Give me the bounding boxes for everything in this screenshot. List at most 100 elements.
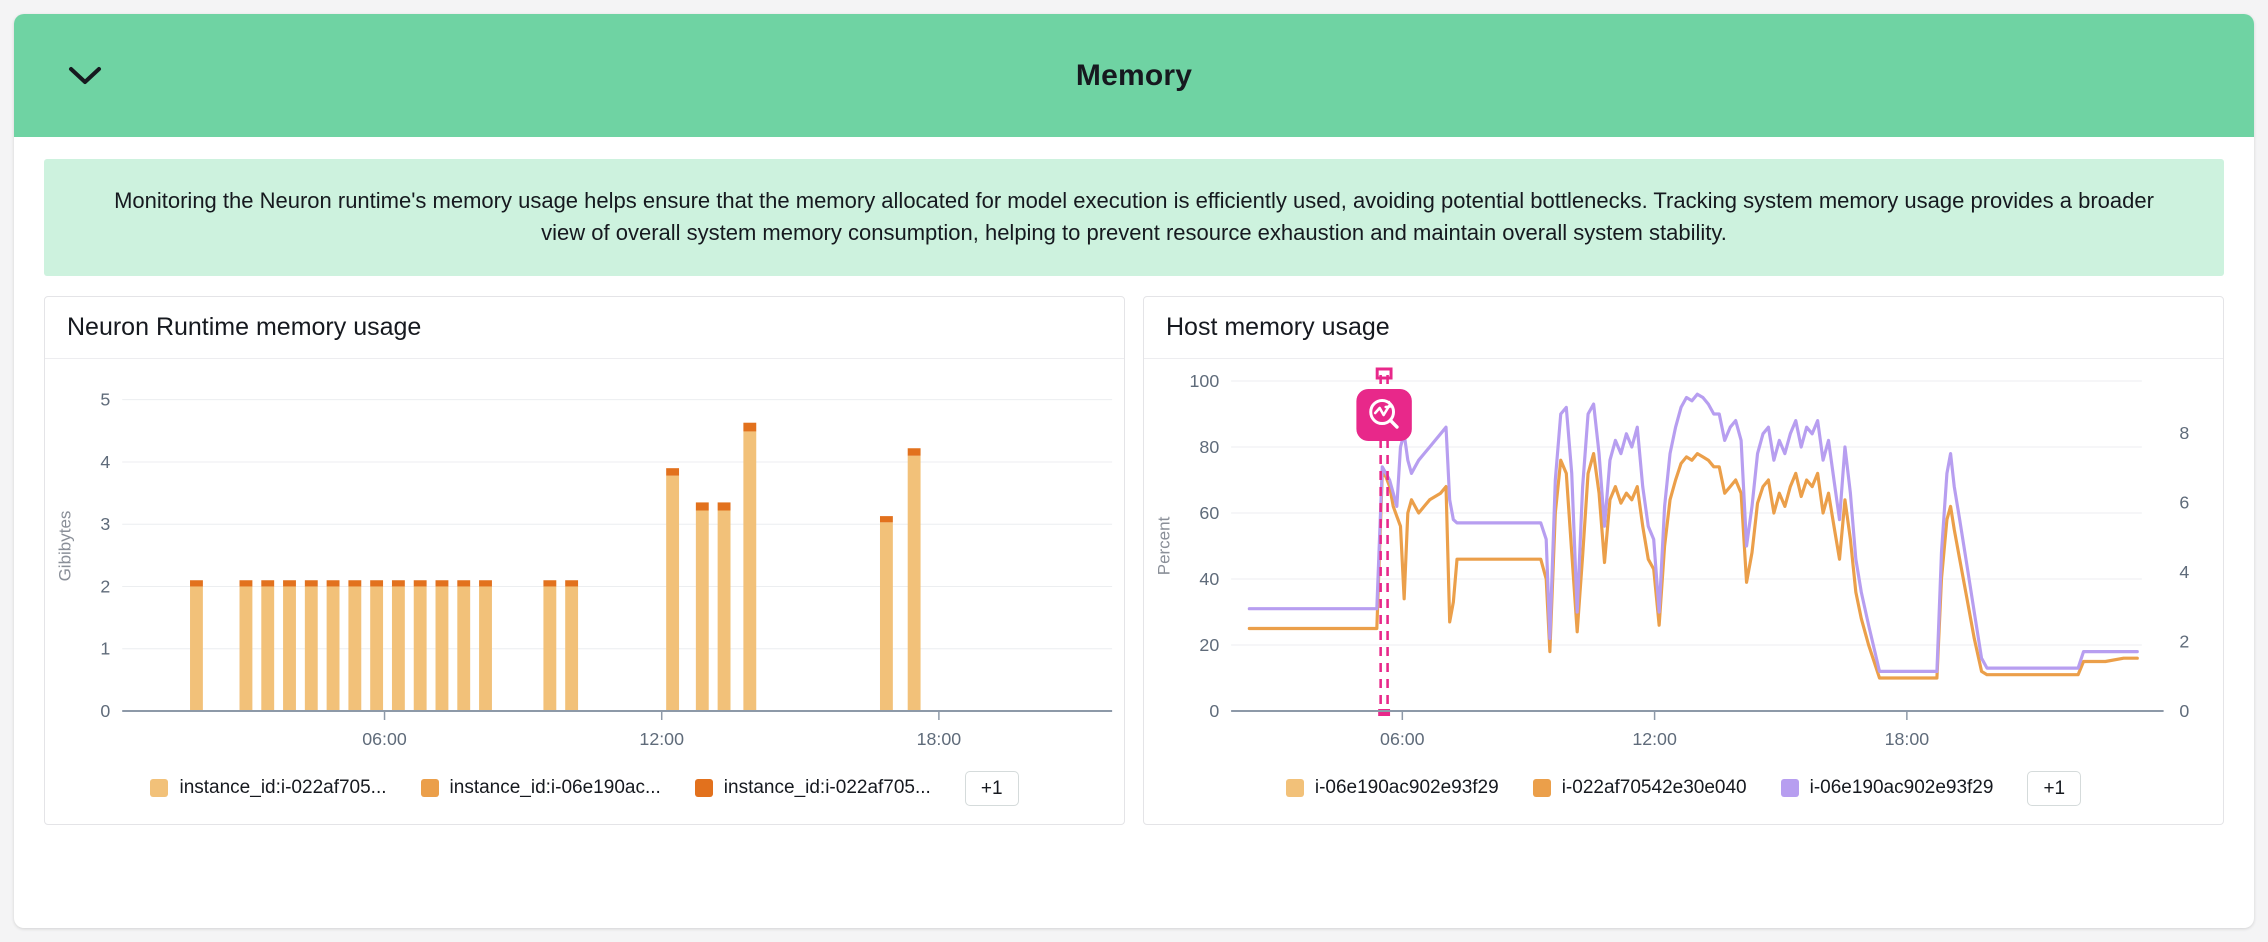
legend-item[interactable]: instance_id:i-022af705... [150, 777, 387, 799]
x-tick-label: 12:00 [1632, 729, 1677, 749]
legend-swatch-icon [1532, 779, 1551, 798]
y-tick-label: 0 [1209, 701, 1219, 721]
y-tick-label: 4 [100, 452, 110, 472]
bar-segment [370, 586, 384, 711]
bar-segment [907, 455, 921, 711]
legend-swatch-icon [420, 779, 439, 798]
y-axis-label: Percent [1155, 516, 1174, 575]
legend-item[interactable]: i-06e190ac902e93f29 [1285, 777, 1499, 799]
description-section: Monitoring the Neuron runtime's memory u… [14, 137, 2254, 276]
bar-segment [666, 467, 680, 476]
bar-segment [879, 515, 893, 522]
y2-tick-label: 4 [2179, 562, 2189, 582]
bar-segment [190, 586, 203, 711]
bar-segment [283, 586, 296, 711]
widget-header: Memory [14, 14, 2254, 137]
bar-segment [326, 586, 340, 711]
bar-segment [348, 586, 362, 711]
y-tick-label: 5 [100, 389, 110, 409]
y-axis-label: Gibibytes [56, 510, 75, 581]
annotation-top-marker [1375, 367, 1393, 380]
bar-segment [457, 579, 471, 587]
legend-item[interactable]: instance_id:i-06e190ac... [420, 777, 661, 799]
legend-more-button[interactable]: +1 [964, 770, 1019, 806]
legend-swatch-icon [150, 779, 169, 798]
bar-segment [261, 586, 275, 711]
bar-segment [666, 475, 680, 711]
bar-segment [261, 579, 275, 587]
bar-segment [391, 586, 405, 711]
bar-segment [190, 579, 203, 587]
bar-segment [543, 586, 557, 711]
chart-title-neuron: Neuron Runtime memory usage [45, 297, 1124, 359]
bar-segment [413, 586, 427, 711]
page-title: Memory [1075, 58, 1193, 92]
legend-item[interactable]: i-06e190ac902e93f29 [1780, 777, 1994, 799]
y-tick-label: 0 [100, 701, 110, 721]
legend-host: i-06e190ac902e93f29 i-022af70542e30e040 … [1144, 759, 2223, 824]
y2-tick-label: 6 [2179, 492, 2189, 512]
x-tick-label: 06:00 [1380, 729, 1425, 749]
bar-segment [348, 579, 362, 587]
y-tick-label: 20 [1199, 635, 1219, 655]
bar-segment [239, 579, 253, 587]
bar-segment [479, 586, 492, 711]
annotation-axis-marker [1378, 708, 1391, 716]
bar-segment [413, 579, 427, 587]
bar-segment [304, 579, 318, 587]
legend-label: instance_id:i-022af705... [723, 777, 931, 799]
legend-swatch-icon [694, 779, 713, 798]
description-banner: Monitoring the Neuron runtime's memory u… [44, 159, 2224, 276]
bar-segment [479, 579, 492, 587]
legend-label: i-06e190ac902e93f29 [1809, 777, 1994, 799]
y2-tick-label: 2 [2179, 631, 2189, 651]
legend-neuron: instance_id:i-022af705... instance_id:i-… [45, 759, 1124, 824]
y-tick-label: 1 [100, 638, 110, 658]
legend-item[interactable]: i-022af70542e30e040 [1532, 777, 1747, 799]
y-tick-label: 80 [1199, 437, 1219, 457]
y-tick-label: 40 [1199, 569, 1219, 589]
bar-segment [743, 431, 757, 711]
line-series [1247, 392, 2139, 673]
bar-segment [239, 586, 253, 711]
chart-title-host: Host memory usage [1144, 297, 2223, 359]
bar-segment [565, 586, 579, 711]
legend-label: i-06e190ac902e93f29 [1314, 777, 1499, 799]
bar-segment [543, 579, 557, 587]
bar-segment [435, 579, 449, 587]
bar-segment [283, 579, 296, 587]
y-tick-label: 3 [100, 514, 110, 534]
bar-segment [717, 502, 731, 511]
y-tick-label: 2 [100, 576, 110, 596]
legend-swatch-icon [1285, 779, 1304, 798]
legend-more-button[interactable]: +1 [2027, 770, 2082, 806]
legend-swatch-icon [1780, 779, 1799, 798]
legend-label: instance_id:i-06e190ac... [449, 777, 661, 799]
bar-segment [743, 422, 757, 432]
x-tick-label: 18:00 [917, 729, 962, 749]
line-series [1247, 451, 2139, 680]
bar-segment [370, 579, 384, 587]
y2-tick-label: 0 [2179, 701, 2189, 721]
x-tick-label: 06:00 [362, 729, 407, 749]
y2-tick-label: 8 [2179, 423, 2189, 443]
bar-segment [717, 510, 731, 711]
bar-segment [304, 586, 318, 711]
bar-segment [435, 586, 449, 711]
bar-segment [457, 586, 471, 711]
chevron-down-icon[interactable] [62, 53, 108, 99]
bar-segment [695, 502, 709, 511]
bar-segment [695, 510, 709, 711]
legend-label: i-022af70542e30e040 [1561, 777, 1747, 799]
legend-label: instance_id:i-022af705... [179, 777, 387, 799]
legend-item[interactable]: instance_id:i-022af705... [694, 777, 931, 799]
bar-segment [879, 521, 893, 711]
anomaly-detector-icon[interactable] [1356, 388, 1412, 441]
x-tick-label: 18:00 [1885, 729, 1930, 749]
x-tick-label: 12:00 [639, 729, 684, 749]
